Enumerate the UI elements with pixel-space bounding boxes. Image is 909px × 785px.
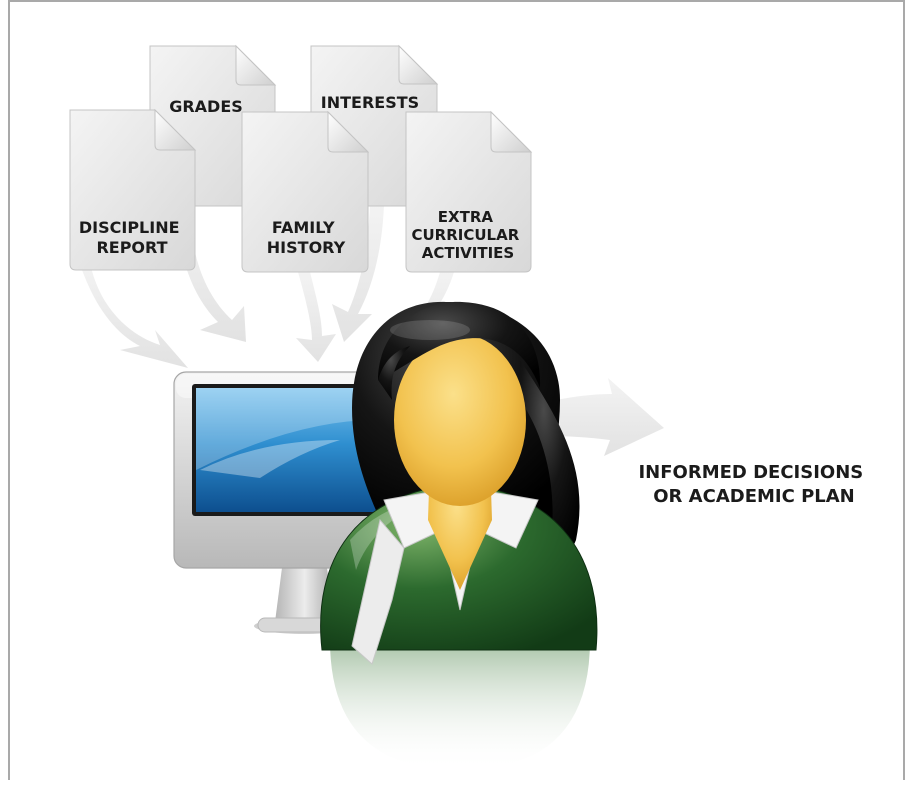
document-label-family-history: FAMILY HISTORY bbox=[267, 218, 346, 257]
document-icon bbox=[398, 44, 439, 85]
person-avatar-icon bbox=[320, 301, 598, 770]
arrow-discipline-to-computer bbox=[80, 262, 188, 368]
document-label-extracurricular-activities: EXTRA CURRICULAR ACTIVITIES bbox=[411, 208, 524, 262]
document-icon bbox=[235, 44, 277, 86]
document-label-grades: GRADES bbox=[169, 97, 243, 116]
arrow-family-to-computer bbox=[296, 272, 336, 362]
document-family-history: FAMILY HISTORY bbox=[241, 110, 370, 273]
document-extracurricular-activities: EXTRA CURRICULAR ACTIVITIES bbox=[405, 110, 533, 273]
outcome-label: INFORMED DECISIONS OR ACADEMIC PLAN bbox=[638, 462, 869, 507]
arrow-interests-to-person bbox=[332, 205, 384, 342]
document-label-discipline-report: DISCIPLINE REPORT bbox=[79, 218, 185, 257]
output-arrow bbox=[548, 378, 664, 456]
diagram-frame bbox=[8, 0, 905, 780]
document-icon bbox=[154, 108, 197, 151]
document-icon bbox=[490, 110, 533, 153]
document-discipline-report: DISCIPLINE REPORT bbox=[69, 108, 197, 271]
document-label-interests: INTERESTS bbox=[321, 93, 419, 112]
document-icon bbox=[327, 110, 370, 153]
computer-monitor-icon bbox=[173, 371, 405, 634]
